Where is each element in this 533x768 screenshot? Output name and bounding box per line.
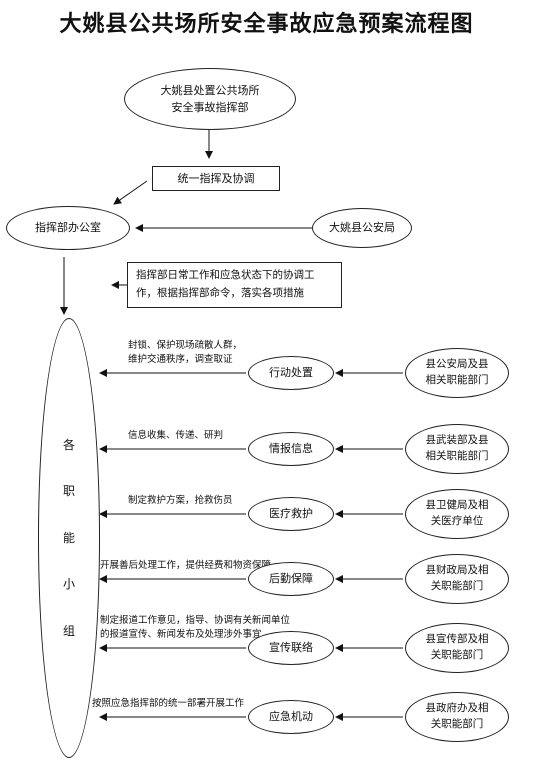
department-node: 县财政局及相关职能部门	[405, 554, 509, 604]
department-node: 县政府办及相关职能部门	[405, 692, 509, 742]
task-description: 封锁、保护现场疏散人群， 维护交通秩序，调查取证	[128, 339, 242, 367]
command-office-node: 指挥部办公室	[6, 206, 130, 250]
command-hq-node: 大姚县处置公共场所 安全事故指挥部	[124, 68, 296, 130]
task-line: 的报道宣传、新闻发布及处理涉外事宜	[100, 628, 262, 640]
unified-command-label: 统一指挥及协调	[177, 171, 255, 185]
function-label: 后勤保障	[269, 572, 313, 586]
department-line: 县卫健局及相	[425, 499, 489, 512]
office-duty-line-2: 作，根据指挥部命令，落实各项措施	[136, 287, 304, 299]
department-line: 关医疗单位	[430, 515, 484, 527]
function-label: 情报信息	[269, 442, 313, 456]
function-label: 行动处置	[269, 366, 313, 380]
groups-char: 组	[62, 623, 75, 638]
page-title: 大姚县公共场所安全事故应急预案流程图	[59, 12, 474, 37]
function-node: 宣传联络	[248, 631, 334, 665]
department-node: 县公安局及县相关职能部门	[405, 348, 509, 398]
department-line: 县武装部及县	[425, 434, 489, 447]
functional-groups-node: 各职能小组	[38, 318, 100, 758]
function-label: 应急机动	[269, 710, 313, 724]
task-description: 制定报道工作意见，指导、协调有关新闻单位的报道宣传、新闻发布及处理涉外事宜	[100, 614, 290, 642]
groups-char: 职	[62, 484, 75, 499]
county-police-node: 大姚县公安局	[312, 208, 412, 248]
department-line: 县财政局及相	[425, 564, 489, 577]
hq-line-1: 大姚县处置公共场所	[160, 83, 260, 97]
row-arrows	[99, 369, 403, 721]
department-node: 县武装部及县相关职能部门	[405, 424, 509, 474]
county-police-label: 大姚县公安局	[329, 221, 395, 235]
task-line: 维护交通秩序，调查取证	[128, 353, 233, 365]
function-label: 医疗救护	[269, 507, 313, 521]
department-line: 关职能部门	[430, 649, 484, 661]
task-description: 按照应急指挥部的统一部署开展工作	[92, 697, 244, 711]
department-line: 相关职能部门	[425, 450, 489, 462]
task-description: 制定救护方案，抢救伤员	[128, 494, 233, 508]
function-node: 应急机动	[248, 700, 334, 734]
task-description: 开展善后处理工作，提供经费和物资保障	[100, 559, 271, 573]
unified-command-box: 统一指挥及协调	[152, 166, 280, 191]
function-node: 医疗救护	[248, 497, 334, 531]
task-line: 按照应急指挥部的统一部署开展工作	[92, 698, 245, 709]
office-duty-line-1: 指挥部日常工作和应急状态下的协调工	[136, 269, 315, 282]
task-line: 封锁、保护现场疏散人群，	[128, 340, 243, 351]
function-node: 后勤保障	[248, 562, 334, 596]
task-line: 信息收集、传递、研判	[128, 430, 224, 441]
task-description: 信息收集、传递、研判	[128, 429, 223, 443]
department-node: 县宣传部及相关职能部门	[405, 623, 509, 673]
department-line: 关职能部门	[430, 580, 484, 592]
office-duty-box: 指挥部日常工作和应急状态下的协调工 作，根据指挥部命令，落实各项措施	[127, 262, 342, 308]
function-node: 行动处置	[248, 356, 334, 390]
groups-char: 小	[62, 577, 75, 592]
task-line: 制定报道工作意见，指导、协调有关新闻单位	[100, 615, 291, 626]
department-line: 相关职能部门	[425, 374, 489, 386]
hq-line-2: 安全事故指挥部	[171, 101, 249, 114]
arrow-command-to-office	[113, 180, 148, 205]
task-line: 制定救护方案，抢救伤员	[128, 495, 233, 506]
function-node: 情报信息	[248, 432, 334, 466]
command-office-label: 指挥部办公室	[35, 221, 101, 235]
function-label: 宣传联络	[269, 641, 313, 655]
department-line: 县公安局及县	[425, 358, 489, 371]
groups-char: 能	[62, 530, 75, 545]
department-line: 关职能部门	[430, 718, 484, 730]
groups-char: 各	[62, 437, 75, 452]
department-line: 县政府办及相	[425, 702, 489, 715]
department-node: 县卫健局及相关医疗单位	[405, 489, 509, 539]
department-line: 县宣传部及相	[425, 633, 489, 646]
task-line: 开展善后处理工作，提供经费和物资保障	[100, 560, 272, 571]
